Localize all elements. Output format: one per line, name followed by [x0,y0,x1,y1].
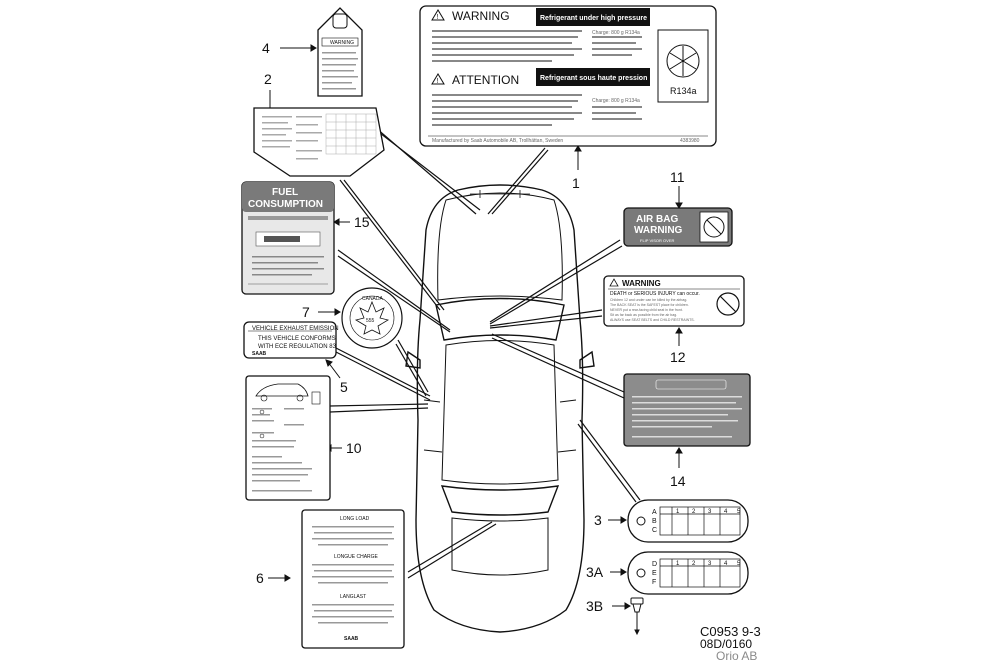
snowflake-icon [666,44,700,78]
reference-date: 08D/0160 [700,637,752,651]
reference-code: C0953 9-3 [700,624,761,639]
callout-2: 2 [264,71,272,87]
label-14-airbag-jp [623,373,751,447]
label-6-sec1: LONG LOAD [340,516,370,522]
reference-block: C0953 9-3 08D/0160 Orio AB [700,624,761,663]
callout-12: 12 [670,349,686,365]
label-12-line1: DEATH or SERIOUS INJURY can occur. [610,291,700,297]
label-1-warning-sub: Refrigerant under high pressure [540,15,647,22]
plate-3a-row-d: D [652,561,657,568]
label-1-warning-title: WARNING [452,9,510,23]
label-1-charge-en: Charge: 800 g R134a [592,30,640,36]
leader-lines [329,109,641,579]
callout-7: 7 [302,304,310,320]
label-11-line2: WARNING [634,225,683,236]
label-12-line2: Children 12 and under can be killed by t… [610,298,687,302]
label-4-warning-tag: WARNING [317,7,363,97]
callout-6: 6 [256,570,264,586]
callout-11: 11 [670,169,685,185]
label-5-brand: SAAB [252,351,267,357]
label-12-line3: The BACK SEAT is the SAFEST place for ch… [610,303,689,307]
car-outline [405,184,595,633]
warning-triangle-icon-2 [431,73,445,85]
label-11-line1: AIR BAG [636,214,678,225]
callout-3: 3 [594,512,602,528]
label-5-exhaust-emission: VEHICLE EXHAUST EMISSION THIS VEHICLE CO… [243,321,339,359]
label-1-refrigerant-warning: ! WARNING Refrigerant under high pressur… [419,5,717,147]
plate-3a-col-5: 5 [737,561,741,567]
label-1-attention-sub: Refrigerant sous haute pression [540,75,647,82]
rivet-3b [630,597,644,636]
label-11-airbag-warning: AIR BAG WARNING FLIP VISOR OVER [623,207,733,247]
label-5-line3: WITH ECE REGULATION 83 [258,344,337,350]
plate-3a-col-4: 4 [724,561,728,567]
plate-3-col-4: 4 [724,509,728,515]
plate-3-row-a: A [652,509,657,516]
label-1-attention-title: ATTENTION [452,73,519,87]
callout-10: 10 [346,440,362,456]
label-5-line2: THIS VEHICLE CONFORMS [258,336,336,342]
label-6-brand: SAAB [344,636,359,642]
label-5-line1: VEHICLE EXHAUST EMISSION [252,326,339,332]
plate-3-col-3: 3 [708,509,712,515]
label-15-title-2: CONSUMPTION [248,199,323,210]
label-6-sec3: LANGLAST [340,594,366,600]
plate-3a-row-e: E [652,570,657,577]
plate-3-col-5: 5 [737,509,741,515]
no-rear-facing-seat-icon [716,292,740,316]
warning-triangle-icon [431,9,445,21]
callout-14: 14 [670,473,686,489]
plate-3-row-b: B [652,518,657,525]
rivet-hole-icon-2 [636,568,646,578]
label-12-line4: NEVER put a rear-facing child seat in th… [610,308,683,312]
callout-3b: 3B [586,598,603,614]
car-side-icon [255,383,309,397]
reference-company: Orio AB [716,649,757,663]
label-1-fr-text [432,94,642,126]
label-11-line3: FLIP VISOR OVER [640,238,674,243]
callout-4: 4 [262,40,270,56]
callout-3a: 3A [586,564,604,580]
no-child-seat-icon [703,216,725,238]
label-1-part-no: 4383980 [680,138,700,144]
label-12-line5: Sit as far back as possible from the air… [610,313,677,317]
rivet-hole-icon [636,516,646,526]
callout-5: 5 [340,379,348,395]
exclamation-icon: ! [437,14,439,21]
label-7-canada-seal: CANADA 555 [341,287,403,349]
label-6-long-load: LONG LOAD LONGUE CHARGE LANGLAST SAAB [301,509,405,649]
label-12-airbag-warning: WARNING DEATH or SERIOUS INJURY can occu… [603,275,745,327]
plate-3: A B C 1 2 3 4 5 [627,499,749,543]
exclamation-icon-2: ! [437,78,439,85]
label-1-en-text [432,30,642,62]
label-6-sec2: LONGUE CHARGE [334,554,379,560]
plate-3-col-1: 1 [676,509,680,515]
callout-numbers: 4 2 1 15 11 7 5 12 10 14 3 6 3A 3B [256,40,686,614]
plate-3a-col-2: 2 [692,561,696,567]
label-12-title: WARNING [622,279,661,288]
plate-3a-col-1: 1 [676,561,680,567]
callout-1: 1 [572,175,580,191]
label-15-fuel-consumption: FUEL CONSUMPTION [241,181,335,295]
warning-triangle-icon-3 [609,278,619,287]
label-15-title-1: FUEL [272,187,298,198]
label-12-line6: ALWAYS use SEAT BELTS and CHILD RESTRAIN… [610,318,695,322]
callout-15: 15 [354,214,370,230]
plate-3a: D E F 1 2 3 4 5 [627,551,749,595]
label-2-tire-pressure [253,107,385,177]
label-1-charge-fr: Charge: 800 g R134a [592,98,640,104]
maple-leaf-icon [354,300,390,335]
plate-3-col-2: 2 [692,509,696,515]
tag-hole-icon [332,13,348,29]
label-7-ring: CANADA [362,296,384,302]
plate-3a-row-f: F [652,579,656,586]
label-10-vehicle-info [245,375,331,501]
plate-3-row-c: C [652,527,657,534]
label-4-title: WARNING [330,40,354,46]
label-7-center: 555 [366,318,375,324]
label-1-refrigerant: R134a [670,86,697,96]
label-1-footer: Manufactured by Saab Automobile AB, Trol… [432,138,563,144]
plate-3a-col-3: 3 [708,561,712,567]
